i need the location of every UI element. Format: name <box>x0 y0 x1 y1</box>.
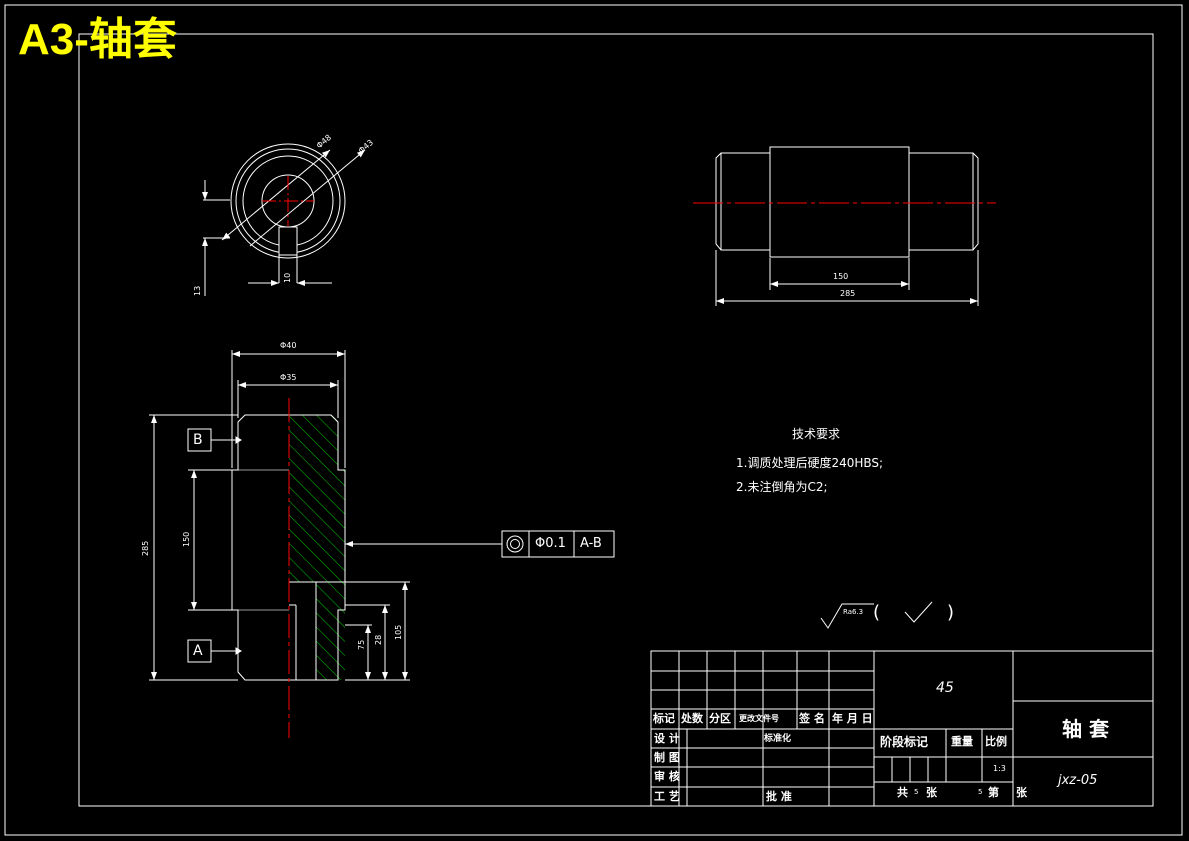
part-name: 轴 套 <box>1062 717 1109 741</box>
dim-d40: Φ40 <box>280 341 297 350</box>
hdr-biaoji: 标记 <box>653 712 675 725</box>
sheet-no: 5 <box>978 788 983 796</box>
sheet-no-label: 第 <box>988 786 999 799</box>
hdr-qianming: 签 名 <box>799 712 825 725</box>
ratio-label: 比例 <box>985 735 1007 748</box>
section-view <box>149 350 615 681</box>
dim-h28: 28 <box>374 634 383 645</box>
hdr-gengai: 更改文件号 <box>739 714 779 723</box>
tech-req-item-1: 1.调质处理后硬度240HBS; <box>736 456 884 470</box>
dim-mid: 150 <box>182 531 191 547</box>
dim-length-mid: 150 <box>833 272 849 281</box>
dim-length-total: 285 <box>840 289 856 298</box>
side-view <box>715 146 979 306</box>
row-pizhun: 批 准 <box>766 790 792 803</box>
top-view <box>202 143 366 296</box>
dim-d35: Φ35 <box>280 373 297 382</box>
row-biaozhunhua: 标准化 <box>764 734 792 744</box>
dim-h105: 105 <box>394 624 403 640</box>
roughness-open: ( <box>873 602 881 623</box>
top-view-centerlines <box>262 176 314 226</box>
dim-keyway-depth: 13 <box>193 285 202 296</box>
datum-b-label: B <box>193 432 203 448</box>
dim-h75: 75 <box>357 639 366 650</box>
dim-keyway-width: 10 <box>283 272 292 283</box>
roughness-symbol <box>820 601 933 629</box>
inner-border <box>78 33 1154 807</box>
outer-border <box>4 4 1183 836</box>
sheet-total-prefix: 共 <box>897 786 908 799</box>
hdr-fenqu: 分区 <box>709 712 731 725</box>
tech-req-heading: 技术要求 <box>792 427 841 441</box>
scale-value: 1:3 <box>993 764 1006 773</box>
sheet-no-unit: 张 <box>1016 786 1027 799</box>
sheet-unit: 张 <box>926 786 937 799</box>
hdr-chushu: 处数 <box>681 712 703 725</box>
datum-a-label: A <box>193 643 203 659</box>
tolerance-datum: A-B <box>580 536 602 551</box>
title-block <box>650 650 1154 807</box>
material: 45 <box>936 680 954 696</box>
row-sheji: 设 计 <box>654 732 680 745</box>
row-zhitu: 制 图 <box>654 751 680 764</box>
row-shenhe: 审 核 <box>654 770 680 783</box>
weight-label: 重量 <box>951 735 973 748</box>
roughness-label: Ra6.3 <box>843 608 864 616</box>
stage-label: 阶段标记 <box>880 735 929 749</box>
roughness-close: ) <box>947 602 955 623</box>
drawing-number: jxz-05 <box>1058 773 1098 788</box>
tech-req-item-2: 2.未注倒角为C2; <box>736 480 828 494</box>
row-gongyi: 工 艺 <box>654 790 680 803</box>
tolerance-value: Φ0.1 <box>535 536 566 551</box>
page-title: A3-轴套 <box>18 15 177 64</box>
hdr-nianyueri: 年 月 日 <box>832 712 873 725</box>
sheet-total: 5 <box>914 788 919 796</box>
dim-total: 285 <box>141 540 150 556</box>
